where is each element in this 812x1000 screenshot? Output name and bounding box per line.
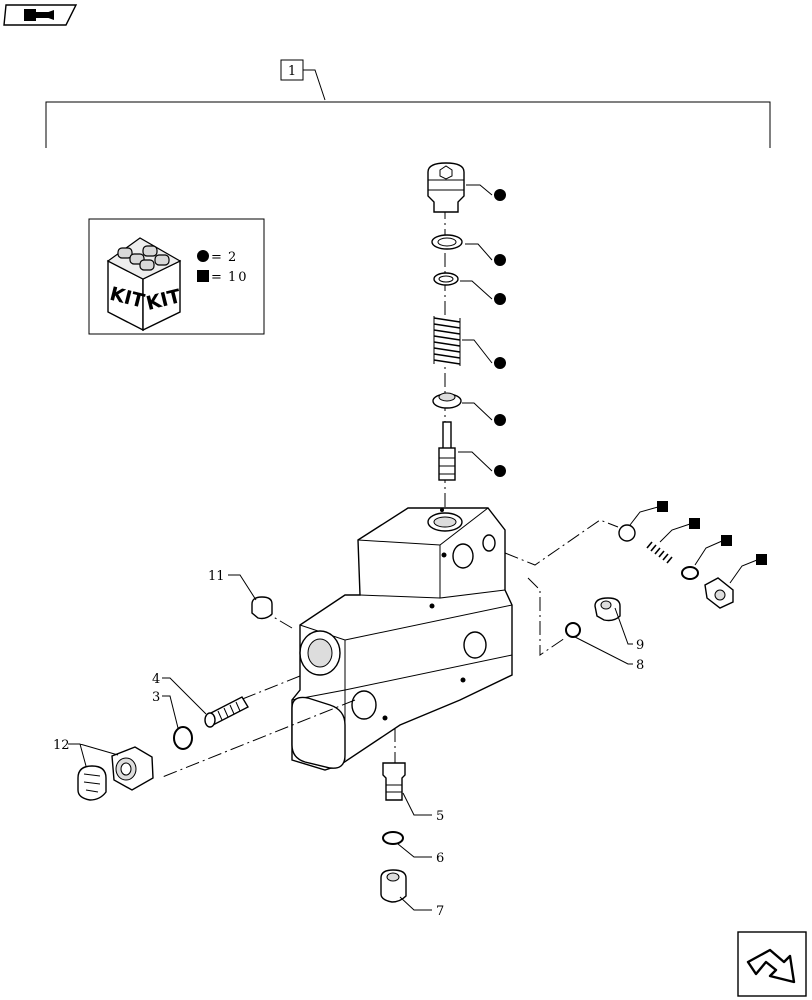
assembly-label: 1 [288, 64, 296, 79]
square-marker-icon [197, 270, 209, 282]
washer-small [433, 272, 459, 286]
callout-8: 8 [636, 658, 644, 673]
washer-large [431, 234, 463, 250]
plug-right [704, 577, 734, 609]
kit-box-icon: KIT KIT [106, 237, 183, 332]
o-ring-3 [173, 726, 193, 750]
callout-5: 5 [436, 809, 444, 824]
spring-seat [432, 392, 462, 409]
o-ring-right [681, 566, 699, 580]
back-arrow-icon[interactable] [3, 4, 78, 26]
poppet-pin [438, 421, 456, 481]
callout-7: 7 [436, 904, 444, 919]
callout-9: 9 [636, 638, 644, 653]
plug-11 [251, 596, 273, 620]
cap-nut-12 [77, 765, 107, 801]
callout-12: 12 [53, 738, 70, 753]
relief-valve-cap [427, 162, 465, 213]
assembly-bracket: 1 [45, 59, 771, 148]
kit-circle-markers [458, 184, 506, 477]
adjusting-screw-4 [204, 696, 249, 728]
callout-3: 3 [152, 690, 160, 705]
callout-11: 11 [208, 569, 225, 584]
plug-7 [380, 869, 407, 903]
circle-marker-icon [197, 250, 209, 262]
plug-9 [594, 597, 621, 622]
valve-body [291, 507, 513, 771]
lock-nut-12 [111, 746, 154, 791]
callout-4: 4 [152, 672, 160, 687]
kit-legend: KIT KIT = 2 = 10 [88, 218, 265, 335]
square-count: 10 [228, 270, 249, 285]
o-ring-6 [382, 831, 404, 845]
equals-sign: = [211, 250, 222, 265]
callout-6: 6 [436, 851, 444, 866]
check-spring [646, 541, 673, 564]
kit-square-markers [629, 501, 767, 584]
plunger-5 [382, 762, 406, 801]
circle-count: 2 [228, 250, 238, 265]
compression-spring [433, 315, 461, 366]
check-ball [618, 524, 636, 542]
equals-sign: = [211, 270, 222, 285]
callout-leaders [68, 574, 633, 911]
next-arrow-icon[interactable] [737, 931, 807, 997]
o-ring-8 [565, 622, 581, 638]
